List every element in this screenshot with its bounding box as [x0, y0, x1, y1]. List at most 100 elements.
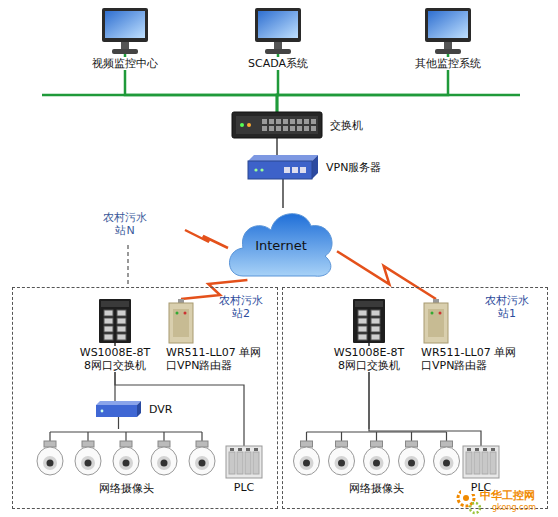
- switch-port: [262, 126, 267, 131]
- server-port: [300, 167, 306, 173]
- camera-mount: [301, 441, 313, 447]
- node-label: VPN服务器: [326, 161, 381, 174]
- switch-port: [283, 119, 288, 124]
- plc-terminal: [467, 448, 471, 451]
- watermark: 中华工控网: [480, 489, 558, 502]
- monitor-screen: SCADA系统: [255, 8, 301, 54]
- camera-mount: [196, 441, 208, 447]
- dvr-box: DVR: [96, 401, 141, 417]
- node-outline: [463, 446, 499, 478]
- gear-icon: [470, 503, 480, 513]
- node-label: 网络摄像头: [317, 482, 437, 495]
- camera-ring: [300, 456, 314, 470]
- monitor-neck: [444, 42, 452, 49]
- switch-port: [104, 326, 113, 332]
- plc-terminal: [246, 448, 250, 451]
- vpn-router: WR511-LL07 单网口VPN路由器: [421, 299, 451, 343]
- status-led: [184, 312, 187, 315]
- monitor-frame: [425, 8, 471, 42]
- dome-camera: [294, 432, 320, 475]
- monitor-frame: [102, 8, 148, 42]
- vpn-router: WR511-LL07 单网口VPN路由器: [166, 299, 196, 343]
- switch-panel: [236, 116, 318, 134]
- camera-ring: [405, 456, 419, 470]
- camera-mount: [406, 441, 418, 447]
- plc-body: [226, 446, 262, 478]
- server-port: [292, 167, 298, 173]
- dome-camera: [113, 432, 139, 475]
- station-box: 农村污水 站1WS1008E-8T 8网口交换机WR511-LL07 单网口VP…: [282, 287, 548, 509]
- edge-layer: [115, 54, 481, 446]
- server-top: [248, 155, 318, 161]
- camera-dome: [189, 447, 215, 475]
- switch-port: [276, 126, 281, 131]
- switch-port: [104, 310, 113, 316]
- dome-camera: [434, 432, 460, 475]
- node-outline: [255, 8, 301, 54]
- camera-lens: [85, 460, 92, 467]
- camera-mount: [44, 441, 56, 447]
- node-label: 视频监控中心: [65, 57, 185, 70]
- camera-ring: [43, 456, 57, 470]
- node-label: 交换机: [330, 119, 363, 132]
- camera-ring: [370, 456, 384, 470]
- camera-lens: [338, 460, 345, 467]
- plc-terminal: [483, 448, 487, 451]
- plc-body: [463, 446, 499, 478]
- node-label: 其他监控系统: [388, 57, 508, 70]
- node-outline: [102, 8, 148, 54]
- camera-group: 网络摄像头: [31, 429, 221, 479]
- switch-port: [304, 119, 309, 124]
- switch-port: [358, 318, 367, 324]
- internet-cloud: Internet: [225, 208, 337, 280]
- camera-dome: [329, 447, 355, 475]
- vpn-server: VPN服务器: [248, 155, 318, 179]
- industrial-switch: WS1008E-8T 8网口交换机: [353, 299, 385, 343]
- camera-mount: [336, 441, 348, 447]
- network-cable: [282, 179, 283, 208]
- node-outline: [289, 429, 464, 479]
- plc-module: [490, 452, 496, 474]
- camera-lens: [408, 460, 415, 467]
- plc-terminal: [475, 448, 479, 451]
- camera-lens: [123, 460, 130, 467]
- node-label: DVR: [149, 403, 172, 416]
- camera-lens: [161, 460, 168, 467]
- node-outline: [248, 155, 318, 179]
- plc-module: [229, 452, 235, 474]
- switch-port: [117, 310, 126, 316]
- dome-camera: [75, 432, 101, 475]
- monitor-frame: [255, 8, 301, 42]
- plc-module: [253, 452, 259, 474]
- switch-port: [262, 119, 267, 124]
- server-front: [248, 161, 312, 179]
- monitor-screen: 视频监控中心: [102, 8, 148, 54]
- node-label: 网络摄像头: [66, 482, 186, 495]
- switch-port: [304, 126, 309, 131]
- dome-camera: [329, 432, 355, 475]
- plc-module: [482, 452, 488, 474]
- camera-dome: [294, 447, 320, 475]
- switch-port: [269, 126, 274, 131]
- camera-dome: [151, 447, 177, 475]
- plc-terminal: [491, 448, 495, 451]
- switch-port: [371, 334, 380, 340]
- wireless-link: [337, 251, 436, 299]
- dome-camera: [399, 432, 425, 475]
- node-outline: [226, 446, 262, 478]
- plc-terminal: [230, 448, 234, 451]
- node-label: WS1008E-8T 8网口交换机: [329, 346, 409, 372]
- monitor-neck: [274, 42, 282, 49]
- switch-port: [104, 334, 113, 340]
- camera-lens: [443, 460, 450, 467]
- router-body: [169, 303, 193, 343]
- server-side: [312, 155, 318, 179]
- network-cable: [118, 417, 119, 429]
- camera-lens: [373, 460, 380, 467]
- node-label: PLC: [224, 481, 264, 494]
- station-label: 农村污水 站N: [98, 211, 152, 237]
- station-box: 农村污水 站2WS1008E-8T 8网口交换机WR511-LL07 单网口VP…: [12, 287, 278, 509]
- monitor-screen-glass: [258, 11, 298, 38]
- switch-port: [290, 126, 295, 131]
